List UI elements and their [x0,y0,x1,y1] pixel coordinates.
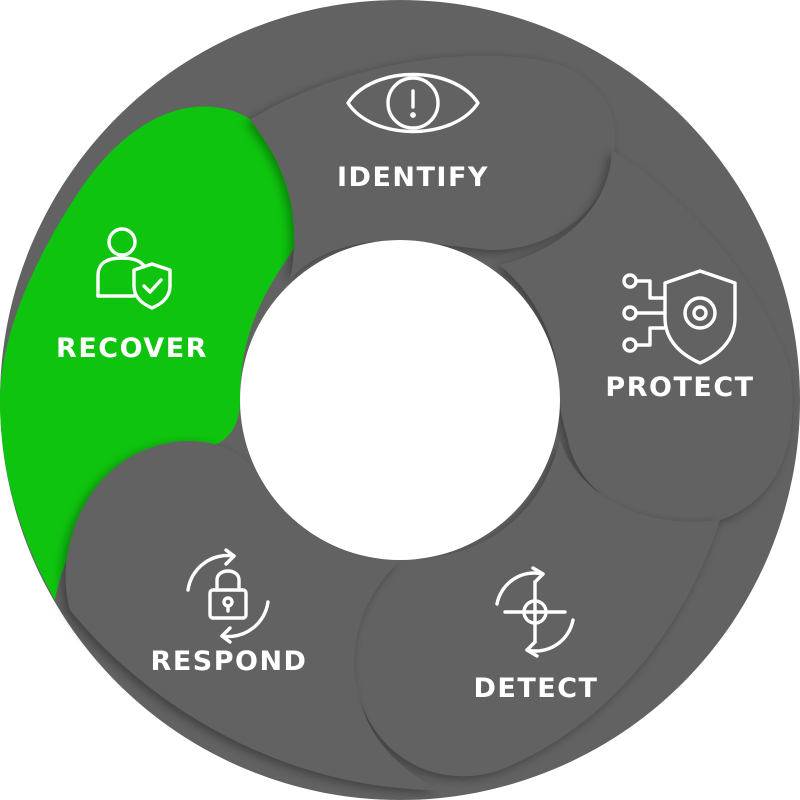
segment-respond-lobe [65,440,441,790]
center-hub [240,240,560,560]
shield-gear-circuit-icon [622,269,737,365]
segment-detect-lobe [354,440,720,777]
stage-respond-label: RESPOND [151,646,308,677]
segment-identify-lobe [250,55,616,280]
stage-recover[interactable]: RECOVER [56,227,208,364]
crosshair-cycle-icon [495,566,575,658]
segment-recover-shape [0,106,303,600]
stage-respond[interactable]: RESPOND [151,548,308,677]
eye-alert-icon [346,72,480,134]
padlock-cycle-icon [186,548,270,644]
segment-protect-lobe [500,150,793,524]
user-shield-check-icon [96,227,172,310]
stage-detect[interactable]: DETECT [474,566,599,704]
segment-recover[interactable] [0,106,303,600]
stage-recover-label: RECOVER [56,333,208,364]
stage-identify-label: IDENTIFY [337,162,489,193]
stage-identify[interactable]: IDENTIFY [337,72,489,194]
stage-protect-label: PROTECT [605,372,754,403]
stage-protect[interactable]: PROTECT [605,269,754,403]
stage-detect-label: DETECT [474,673,599,704]
